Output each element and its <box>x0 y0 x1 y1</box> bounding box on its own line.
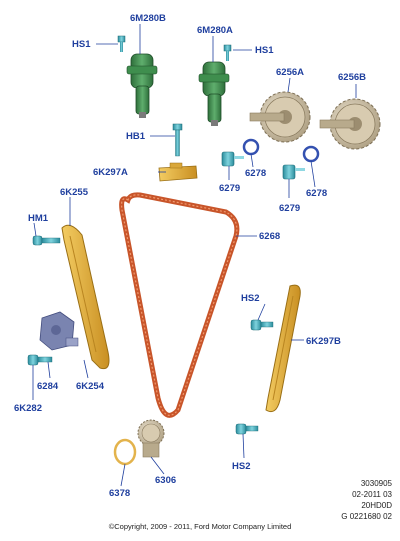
tensioner-arm-6k255 <box>61 224 110 370</box>
label-hm1: HM1 <box>28 213 49 224</box>
upper-guide-6k297a <box>158 162 198 182</box>
label-6284: 6284 <box>37 381 59 392</box>
label-6278-left: 6278 <box>245 168 266 179</box>
label-6378: 6378 <box>109 488 130 499</box>
reference-line-2: 02-2011 03 <box>352 490 392 499</box>
label-6279-left: 6279 <box>219 183 240 194</box>
label-6m280b: 6M280B <box>130 13 166 24</box>
bolt-6k282 <box>27 354 53 366</box>
bolt-6279-right <box>282 164 296 180</box>
bolt-hs2-upper <box>250 319 274 331</box>
bolt-hb1 <box>172 123 183 157</box>
label-6k255: 6K255 <box>60 187 89 198</box>
tensioner-6k254 <box>39 311 79 351</box>
reference-line-4: G 0221680 02 <box>341 512 392 521</box>
reference-block: 3030905 02-2011 03 20HD0D G 0221680 02 <box>341 478 392 522</box>
label-6m280a: 6M280A <box>197 25 233 36</box>
label-6256a: 6256A <box>276 67 304 78</box>
cam-sprocket-exhaust <box>319 98 381 150</box>
vct-solenoid-left <box>126 53 158 118</box>
hs1-bolt-right <box>223 44 232 61</box>
label-6278-right: 6278 <box>306 188 327 199</box>
washer-6278-right <box>295 145 320 171</box>
label-6279-right: 6279 <box>279 203 300 214</box>
timing-chain-6268 <box>119 192 240 418</box>
label-6256b: 6256B <box>338 72 366 83</box>
hs1-bolt-left <box>117 35 126 52</box>
oring-6378 <box>113 438 137 466</box>
label-hs1-right: HS1 <box>255 45 274 56</box>
label-6306: 6306 <box>155 475 176 486</box>
reference-line-3: 20HD0D <box>361 501 392 510</box>
label-6k297a: 6K297A <box>93 167 128 178</box>
reference-line-1: 3030905 <box>360 479 392 488</box>
label-6268: 6268 <box>259 231 280 242</box>
right-guide-6k297b <box>265 284 301 413</box>
label-6k297b: 6K297B <box>306 336 341 347</box>
label-hb1: HB1 <box>126 131 146 142</box>
leader-lines <box>32 24 357 487</box>
washer-6278-left <box>234 138 260 159</box>
bolt-6279-left <box>221 151 235 167</box>
label-hs1-left: HS1 <box>72 39 91 50</box>
label-hs2-lower: HS2 <box>232 461 250 472</box>
vct-solenoid-right <box>198 61 230 126</box>
bolt-hm1 <box>32 235 61 246</box>
bolt-hs2-lower <box>235 423 259 435</box>
label-6k254: 6K254 <box>76 381 105 392</box>
label-6k282: 6K282 <box>14 403 42 414</box>
copyright-text: ©Copyright, 2009 - 2011, Ford Motor Comp… <box>108 522 292 531</box>
label-hs2-upper: HS2 <box>241 293 259 304</box>
crank-sprocket-6306 <box>137 419 165 458</box>
cam-sprocket-intake <box>249 91 311 143</box>
